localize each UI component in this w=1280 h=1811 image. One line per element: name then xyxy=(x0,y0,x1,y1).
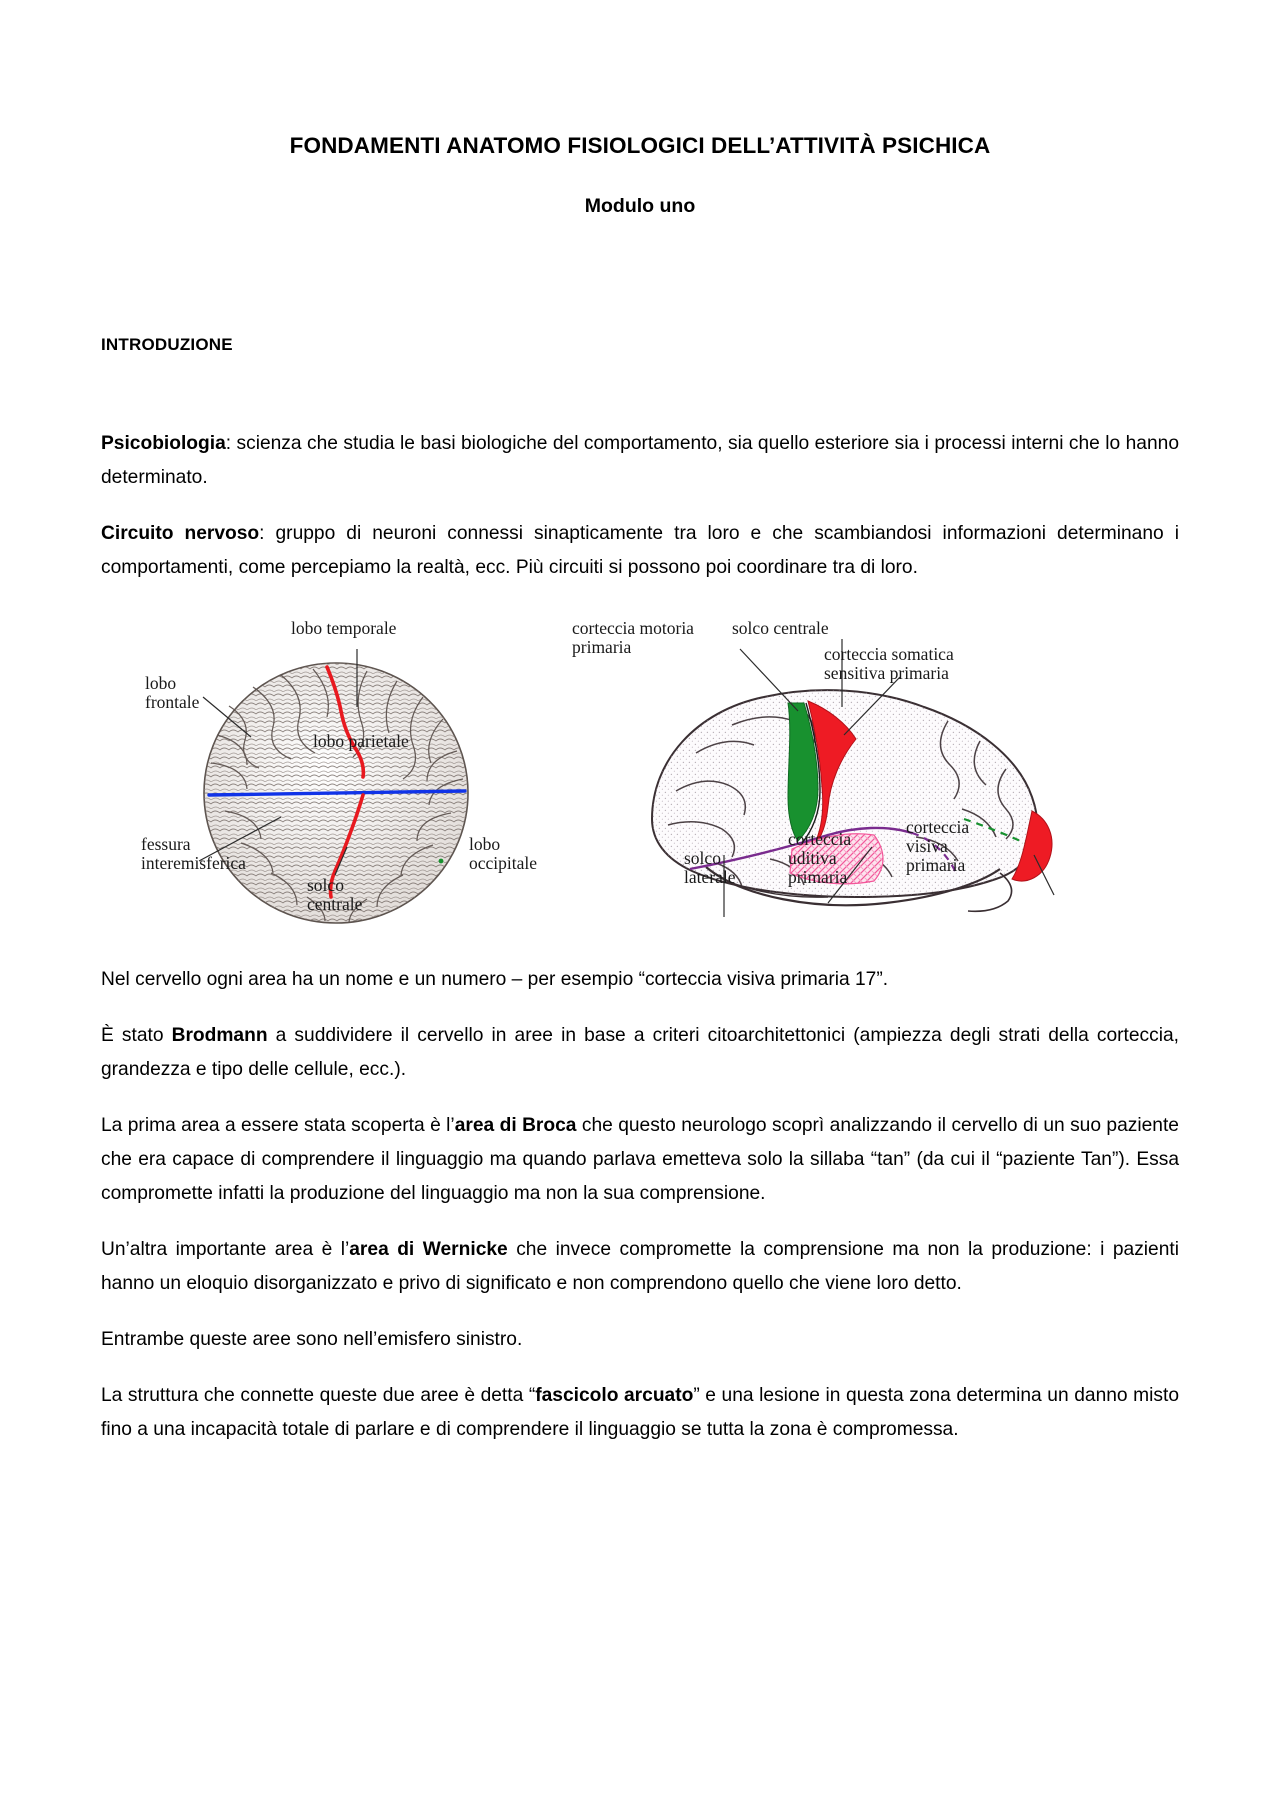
section-heading-introduzione: INTRODUZIONE xyxy=(101,334,233,354)
brain-superior-view: lobo temporale lobo frontale lobo pariet… xyxy=(121,611,591,941)
paragraph-fascicolo-post: ” e una lesione in questa zona determina… xyxy=(101,1384,1180,1440)
page-subtitle: Modulo uno xyxy=(584,195,696,218)
term-area-di-broca: area di Broca xyxy=(454,1114,577,1136)
paragraph-circuito-nervoso: Circuito nervoso: gruppo di neuroni conn… xyxy=(101,495,1179,585)
page-title: FONDAMENTI ANATOMO FISIOLOGICI DELL’ATTI… xyxy=(289,133,991,158)
label-lobo-temporale: lobo temporale xyxy=(291,617,397,638)
solco-laterale-line-dashed xyxy=(911,831,958,873)
paragraph-psicobiologia: Psicobiologia: scienza che studia le bas… xyxy=(101,355,1179,495)
label-solco-laterale: solco laterale xyxy=(684,847,736,887)
paragraph-emisfero-sinistro: Entrambe queste aree sono nell’emisfero … xyxy=(101,1328,523,1350)
paragraph-brodmann-pre: È stato xyxy=(101,1024,172,1046)
corteccia-somatica-sensitiva-primaria-region xyxy=(807,699,857,845)
leader-corteccia-uditiva xyxy=(827,846,873,903)
term-fascicolo-arcuato: fascicolo arcuato xyxy=(535,1384,694,1406)
paragraph-broca-pre: La prima area a essere stata scoperta è … xyxy=(101,1114,455,1136)
term-circuito-nervoso: Circuito nervoso xyxy=(101,522,260,544)
paragraph-area-di-broca: La prima area a essere stata scoperta è … xyxy=(101,1087,1179,1211)
label-lobo-parietale: lobo parietale xyxy=(313,730,409,751)
leader-corteccia-somatica xyxy=(843,676,901,735)
brain-superior-illustration xyxy=(198,648,469,924)
leader-lobo-frontale xyxy=(202,696,252,737)
paragraph-wernicke-pre: Un’altra importante area è l’ xyxy=(101,1238,350,1260)
brain-figure: lobo temporale lobo frontale lobo pariet… xyxy=(101,611,1179,941)
marker-lobo-occipitale xyxy=(438,858,444,863)
paragraph-broca-post: che questo neurologo scoprì analizzando … xyxy=(101,1114,1179,1204)
term-psicobiologia: Psicobiologia xyxy=(101,432,226,454)
paragraph-fascicolo-arcuato: La struttura che connette queste due are… xyxy=(101,1357,1179,1447)
paragraph-fascicolo-pre: La struttura che connette queste due are… xyxy=(101,1384,536,1406)
label-solco-centrale-laterale: solco centrale xyxy=(732,617,829,638)
paragraph-brodmann-post: a suddividere il cervello in aree in bas… xyxy=(101,1024,1179,1080)
brain-lateral-body xyxy=(650,688,1053,912)
label-corteccia-uditiva-primaria: corteccia uditiva primaria xyxy=(788,828,852,887)
term-brodmann: Brodmann xyxy=(171,1024,268,1046)
label-corteccia-visiva-primaria: corteccia visiva primaria xyxy=(906,816,970,875)
label-fessura-interemisferica: fessura interemisferica xyxy=(141,833,246,873)
page-content: FONDAMENTI ANATOMO FISIOLOGICI DELL’ATTI… xyxy=(101,0,1179,1447)
label-lobo-frontale: lobo frontale xyxy=(145,672,200,712)
corteccia-motoria-primaria-region xyxy=(787,702,819,842)
paragraph-wernicke-post: che invece compromette la comprensione m… xyxy=(101,1238,1179,1294)
label-solco-centrale-superiore: solco centrale xyxy=(307,874,363,914)
paragraph-area-di-wernicke: Un’altra importante area è l’area di Wer… xyxy=(101,1211,1179,1301)
paragraph-aree-nome-numero: Nel cervello ogni area ha un nome e un n… xyxy=(101,968,889,990)
paragraph-psicobiologia-text: : scienza che studia le basi biologiche … xyxy=(101,432,1179,488)
label-lobo-occipitale: lobo occipitale xyxy=(469,833,538,873)
paragraph-brodmann: È stato Brodmann a suddividere il cervel… xyxy=(101,997,1179,1087)
brain-lateral-view: corteccia motoria primaria solco central… xyxy=(556,611,1181,941)
solco-centrale-line-laterale xyxy=(801,702,821,843)
leader-fessura-interemisferica xyxy=(198,815,282,862)
brain-lateral-illustration xyxy=(650,638,1055,917)
solco-centrale-line-lower xyxy=(328,792,365,899)
fessura-interemisferica-line xyxy=(207,788,467,797)
label-corteccia-motoria-primaria: corteccia motoria primaria xyxy=(572,617,694,657)
leader-corteccia-visiva xyxy=(1033,854,1055,895)
solco-centrale-line-upper xyxy=(325,664,366,779)
term-area-di-wernicke: area di Wernicke xyxy=(349,1238,508,1260)
leader-corteccia-motoria-primaria xyxy=(739,648,799,711)
label-corteccia-somatica-sensitiva-primaria: corteccia somatica sensitiva primaria xyxy=(824,643,954,683)
corteccia-visiva-primaria-region xyxy=(1011,809,1053,881)
leader-solco-centrale xyxy=(334,846,348,875)
corteccia-uditiva-primaria-region xyxy=(789,832,884,884)
paragraph-circuito-nervoso-text: : gruppo di neuroni connessi sinapticame… xyxy=(101,522,1179,578)
solco-laterale-line xyxy=(689,826,913,870)
